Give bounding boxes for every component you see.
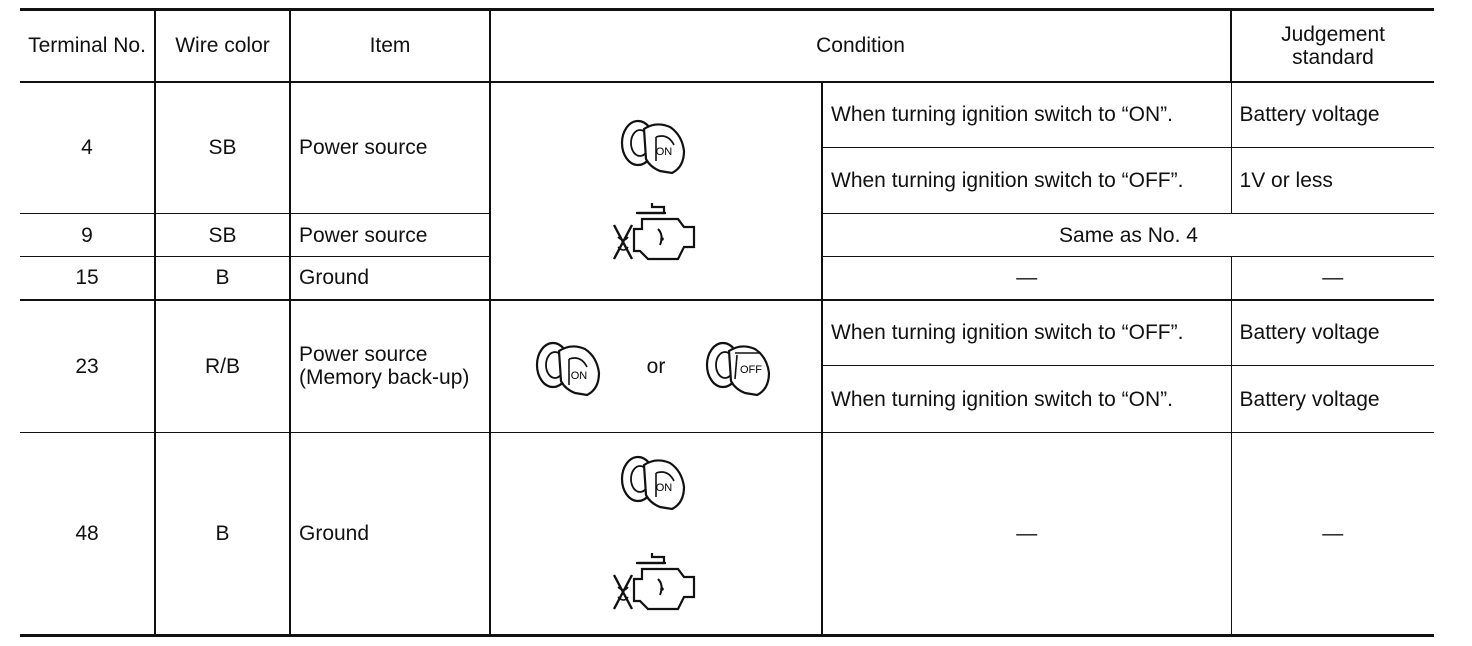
terminal-no: 9 [20,213,156,257]
condition-text: Same as No. 4 [821,213,1435,257]
terminal-no: 4 [20,81,156,214]
header-item: Item [289,9,491,83]
terminal-inspection-table: Terminal No. Wire color Item Condition J… [20,8,1435,637]
judgement-value: — [1230,256,1435,300]
terminal-table-container: Terminal No. Wire color Item Condition J… [20,8,1435,640]
wire-color: SB [154,81,291,214]
ignition-on-engine-off-icons: ON [489,432,823,636]
header-wire-color: Wire color [154,9,291,83]
item: Power source [289,213,491,257]
table-row: 4 SB Power source ON [20,81,1435,300]
condition-text: When turning ignition switch to “OFF”. [821,298,1232,366]
ignition-on-or-off-icons: ON or OFF [489,298,823,433]
terminal-no: 48 [20,432,156,636]
header-judgement-standard: Judgement standard [1230,9,1435,83]
item: Power source (Memory back-up) [289,298,491,433]
wire-color: B [154,256,291,300]
engine-off-icon [612,202,696,260]
condition-text: — [821,432,1232,636]
ignition-key-on-icon: ON [535,342,600,397]
wire-color: SB [154,213,291,257]
header-condition: Condition [489,9,1233,83]
table-row: When turning ignition switch to “OFF”. 1… [20,147,1435,214]
header-terminal-no: Terminal No. [20,9,156,83]
table-row: 23 R/B Power source (Memory back-up) ON … [20,298,1435,433]
condition-text: When turning ignition switch to “ON”. [821,81,1232,148]
terminal-no: 15 [20,256,156,300]
judgement-value: — [1230,432,1435,636]
terminal-no: 23 [20,298,156,433]
judgement-value: Battery voltage [1230,298,1435,366]
wire-color: R/B [154,298,291,433]
condition-text: When turning ignition switch to “OFF”. [822,147,1232,214]
table-row: 9 SB Power source Same as No. 4 [20,213,1435,257]
or-text: or [646,354,666,378]
key-off-label: OFF [740,364,762,376]
judgement-value: 1V or less [1230,147,1435,214]
table-row: 48 B Ground ON [20,432,1435,636]
ignition-key-on-icon: ON [620,119,686,174]
item: Power source [289,81,491,214]
item: Ground [289,432,491,636]
header-row: Terminal No. Wire color Item Condition J… [20,9,1435,83]
table-row: When turning ignition switch to “ON”. Ba… [20,365,1435,433]
condition-text: When turning ignition switch to “ON”. [822,365,1232,433]
ignition-on-engine-off-icons: ON [489,81,823,300]
key-on-label: ON [570,370,587,382]
judgement-value: Battery voltage [1230,365,1435,433]
key-on-label: ON [656,146,673,158]
ignition-key-on-icon: ON [620,455,686,510]
item: Ground [289,256,491,300]
condition-text: — [821,256,1232,300]
ignition-key-off-icon: OFF [706,342,771,397]
judgement-value: Battery voltage [1230,81,1435,148]
wire-color: B [154,432,291,636]
key-on-label: ON [656,482,673,494]
engine-off-icon [612,552,696,610]
